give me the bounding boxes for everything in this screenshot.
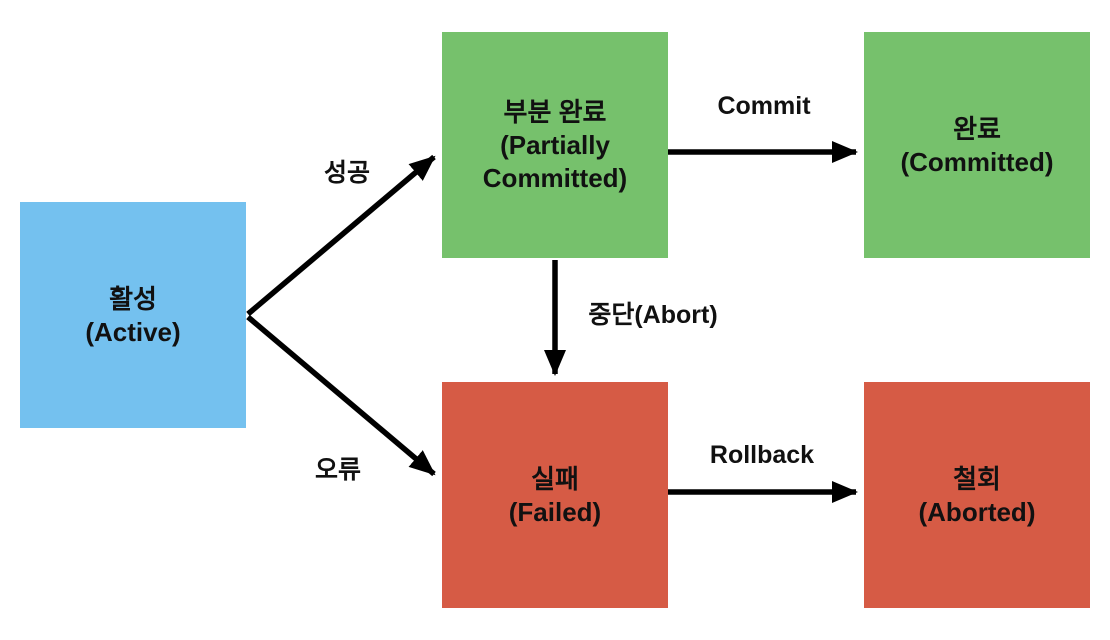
state-node-active-box [20, 202, 246, 428]
edge-abort: 중단(Abort) [544, 260, 718, 376]
state-node-committed-box [864, 32, 1090, 258]
edge-error-arrow [246, 314, 436, 477]
state-node-partially-committed-label-ko: 부분 완료 [504, 97, 607, 127]
state-node-aborted: 철회 (Aborted) [864, 382, 1090, 608]
state-node-committed: 완료 (Committed) [864, 32, 1090, 258]
edge-error: 오류 [246, 314, 436, 484]
edge-error-label: 오류 [315, 456, 361, 484]
state-node-partially-committed-label-en1: (Partially [500, 130, 610, 160]
state-node-partially-committed: 부분 완료 (Partially Committed) [442, 32, 668, 258]
state-node-failed: 실패 (Failed) [442, 382, 668, 608]
state-node-failed-box [442, 382, 668, 608]
state-node-partially-committed-label-en2: Committed) [483, 163, 627, 193]
state-node-failed-label-en: (Failed) [509, 497, 601, 527]
state-node-committed-label-en: (Committed) [900, 147, 1053, 177]
edge-rollback: Rollback [668, 441, 858, 503]
state-node-committed-label-ko: 완료 [953, 114, 1001, 144]
edge-success-label: 성공 [324, 159, 370, 187]
state-node-active-label-ko: 활성 [109, 284, 157, 314]
state-node-failed-label-ko: 실패 [531, 464, 579, 494]
edge-rollback-label: Rollback [710, 441, 814, 469]
edge-commit: Commit [668, 92, 858, 163]
state-node-aborted-label-en: (Aborted) [919, 497, 1036, 527]
edge-success-arrow [246, 154, 436, 317]
state-node-aborted-label-ko: 철회 [953, 464, 1001, 494]
state-node-active: 활성 (Active) [20, 202, 246, 428]
edge-success: 성공 [246, 154, 436, 317]
state-node-partially-committed-box [442, 32, 668, 258]
edge-commit-label: Commit [717, 92, 811, 120]
edge-abort-label: 중단(Abort) [588, 301, 717, 329]
state-node-active-label-en: (Active) [85, 317, 180, 347]
state-node-aborted-box [864, 382, 1090, 608]
